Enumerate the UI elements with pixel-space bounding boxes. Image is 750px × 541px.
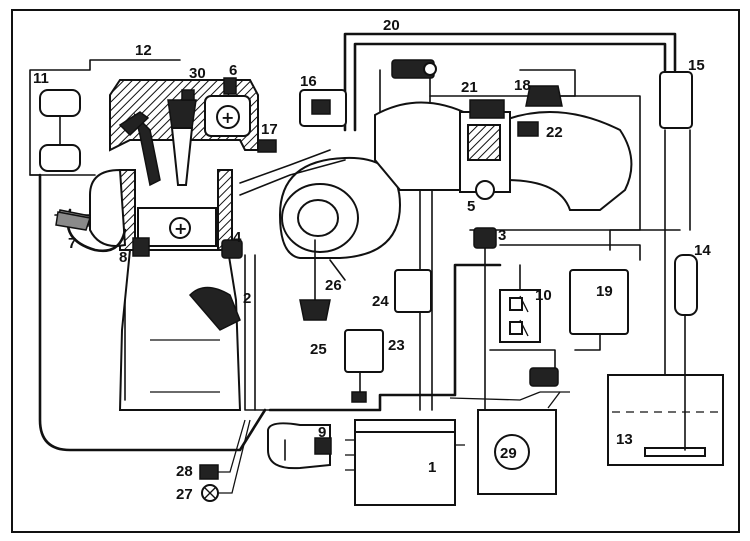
callout-10: 10 <box>535 287 552 304</box>
callout-15: 15 <box>688 57 705 74</box>
callout-19: 19 <box>596 283 613 300</box>
callout-28: 28 <box>176 463 193 480</box>
battery-box <box>477 391 570 495</box>
callout-13: 13 <box>616 431 633 448</box>
svg-text:+: + <box>174 219 187 238</box>
callout-5: 5 <box>467 198 475 215</box>
callout-18: 18 <box>514 77 531 94</box>
svg-text:+: + <box>221 108 234 127</box>
callout-14: 14 <box>694 242 711 259</box>
component-24 <box>394 269 432 313</box>
lamp-27 <box>201 484 219 502</box>
component-30 <box>181 89 195 101</box>
callout-11: 11 <box>33 70 49 87</box>
diagram-frame <box>11 9 740 533</box>
callout-2: 2 <box>243 290 251 307</box>
callout-24: 24 <box>372 293 389 310</box>
component-21 <box>469 99 505 119</box>
component-20 <box>391 59 437 79</box>
component-2 <box>188 286 241 331</box>
callout-30: 30 <box>189 65 206 82</box>
callout-23: 23 <box>388 337 405 354</box>
callout-16: 16 <box>300 73 317 90</box>
relay-10 <box>499 289 541 343</box>
component-25 <box>299 299 331 321</box>
callout-labels: 1 2 3 4 5 6 7 8 9 10 11 12 13 14 15 16 1… <box>33 17 711 503</box>
callout-29: 29 <box>500 445 517 462</box>
callout-4: 4 <box>233 229 242 246</box>
component-19 <box>569 269 629 335</box>
component-16 <box>299 89 347 127</box>
component-28 <box>199 464 219 480</box>
callout-6: 6 <box>229 62 237 79</box>
component-23 <box>344 329 384 403</box>
callout-27: 27 <box>176 486 193 503</box>
component-8 <box>132 237 150 257</box>
callout-17: 17 <box>261 121 278 138</box>
callout-12: 12 <box>135 42 152 59</box>
component-17 <box>257 139 277 153</box>
component-14 <box>674 254 698 316</box>
component-9 <box>267 422 332 470</box>
callout-26: 26 <box>325 277 342 294</box>
component-3 <box>473 227 497 249</box>
callout-7: 7 <box>68 235 76 252</box>
callout-9: 9 <box>318 424 326 441</box>
callout-1: 1 <box>428 459 436 476</box>
component-5 <box>475 180 495 200</box>
component-11 <box>39 89 81 172</box>
ecu-box <box>345 419 465 506</box>
turbocharger <box>239 149 402 301</box>
component-22 <box>517 121 539 137</box>
component-26 <box>329 259 346 281</box>
connector-plug <box>529 367 559 387</box>
callout-21: 21 <box>461 79 478 96</box>
component-18 <box>525 85 563 107</box>
component-6 <box>223 77 237 95</box>
callout-8: 8 <box>119 249 127 266</box>
component-15 <box>659 71 693 129</box>
component-4 <box>221 239 243 259</box>
fuel-tank <box>607 314 724 466</box>
callout-22: 22 <box>546 124 563 141</box>
component-7 <box>55 211 91 231</box>
callout-3: 3 <box>498 227 506 244</box>
callout-25: 25 <box>310 341 327 358</box>
callout-20: 20 <box>383 17 400 34</box>
